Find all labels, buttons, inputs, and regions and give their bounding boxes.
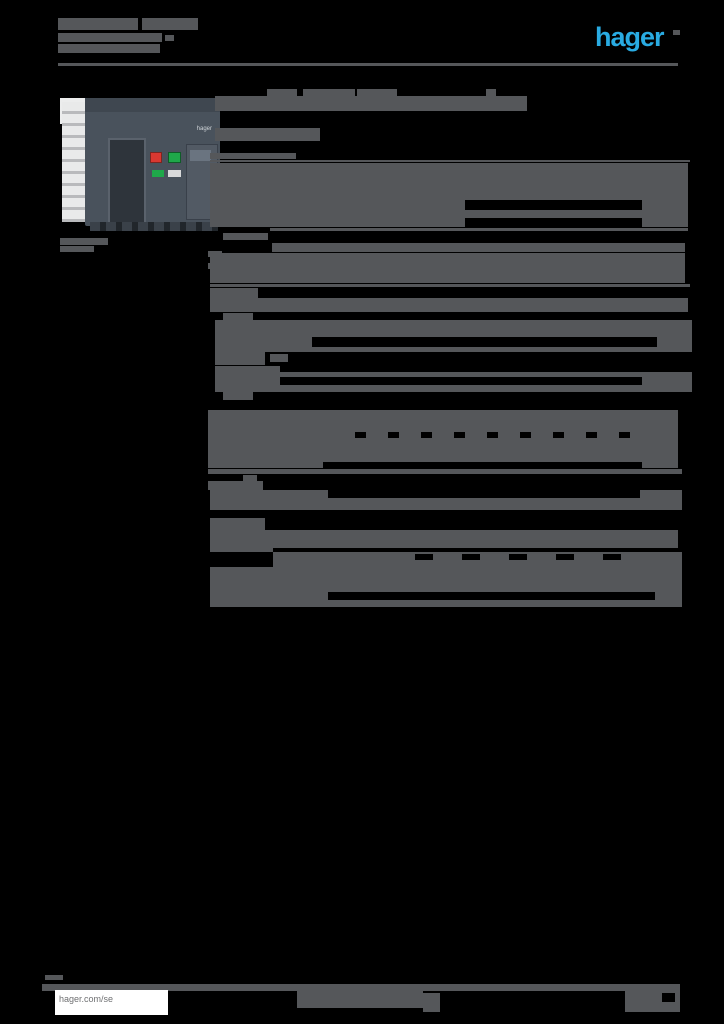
redaction-gap xyxy=(462,554,480,560)
redaction-bar xyxy=(210,530,678,548)
redaction-bar xyxy=(210,288,258,298)
redaction-bar xyxy=(60,238,108,245)
redaction-bar xyxy=(208,469,682,474)
redaction-bar xyxy=(640,490,682,498)
redaction-bar xyxy=(210,298,688,312)
breaker-white-indicator xyxy=(168,170,181,177)
logo-registered-mark xyxy=(673,30,680,35)
redaction-bar xyxy=(210,200,465,210)
breaker-off-button xyxy=(150,152,162,163)
redaction-bar xyxy=(215,337,312,347)
redaction-bar xyxy=(210,218,465,227)
redaction-gap xyxy=(388,432,399,438)
redaction-bar xyxy=(642,200,688,210)
redaction-bar xyxy=(297,988,423,1008)
redaction-gap xyxy=(556,554,574,560)
redaction-bar xyxy=(58,63,678,66)
breaker-terminals xyxy=(90,222,218,231)
redaction-bar xyxy=(215,96,527,111)
redaction-gap xyxy=(520,432,531,438)
redaction-bar xyxy=(42,984,680,991)
redaction-bar xyxy=(642,218,688,227)
redaction-bar xyxy=(210,498,682,510)
redaction-bar xyxy=(210,153,296,159)
redaction-bar xyxy=(215,347,692,352)
breaker-face-panel xyxy=(108,138,146,224)
redaction-bar xyxy=(243,475,257,483)
breaker-on-button xyxy=(168,152,181,163)
redaction-bar xyxy=(223,233,268,240)
redaction-gap xyxy=(509,554,527,560)
redaction-bar xyxy=(215,320,692,337)
redaction-gap xyxy=(415,554,433,560)
redaction-bar xyxy=(655,592,682,600)
redaction-bar xyxy=(486,89,496,96)
redaction-bar xyxy=(60,246,94,252)
redaction-bar xyxy=(357,89,397,96)
redaction-bar xyxy=(223,313,253,320)
breaker-green-indicator xyxy=(152,170,164,177)
redaction-bar xyxy=(45,975,63,980)
product-image: hager xyxy=(60,94,220,234)
redaction-bar xyxy=(210,210,688,218)
redaction-bar xyxy=(210,545,273,552)
footer-site-url: hager.com/se xyxy=(59,994,114,1004)
redaction-bar xyxy=(272,243,685,252)
footer-url-box: hager.com/se xyxy=(55,990,168,1015)
redaction-bar xyxy=(270,354,288,362)
redaction-bar xyxy=(642,462,678,468)
redaction-bar xyxy=(208,410,678,462)
breaker-brand-label: hager xyxy=(196,126,212,132)
redaction-bar xyxy=(423,993,440,1012)
redaction-gap xyxy=(454,432,465,438)
redaction-bar xyxy=(210,592,328,600)
redaction-bar xyxy=(165,35,174,41)
redaction-bar xyxy=(210,518,265,530)
redaction-bar xyxy=(210,284,690,287)
redaction-bar xyxy=(223,392,253,400)
redaction-bar xyxy=(270,228,688,231)
redaction-gap xyxy=(603,554,621,560)
redaction-bar xyxy=(210,490,328,498)
redaction-bar xyxy=(267,89,297,96)
redaction-gap xyxy=(553,432,564,438)
breaker-display xyxy=(190,150,211,161)
redaction-bar xyxy=(58,18,138,30)
redaction-gap xyxy=(421,432,432,438)
redaction-bar xyxy=(642,372,692,385)
redaction-gap xyxy=(355,432,366,438)
redaction-bar xyxy=(215,385,692,392)
redaction-bar xyxy=(303,89,355,96)
redaction-bar xyxy=(210,163,688,200)
hager-logo: hager xyxy=(595,22,665,52)
redaction-bar xyxy=(142,18,198,30)
footer-page-marker xyxy=(662,993,675,1002)
redaction-bar xyxy=(208,462,323,468)
redaction-bar xyxy=(58,44,160,53)
redaction-bar xyxy=(210,600,682,607)
redaction-bar xyxy=(58,33,162,42)
redaction-bar xyxy=(280,372,642,377)
redaction-bar xyxy=(210,567,682,592)
redaction-bar xyxy=(657,337,692,347)
redaction-bar xyxy=(215,352,265,365)
redaction-gap xyxy=(586,432,597,438)
redaction-bar xyxy=(208,481,263,490)
redaction-bar xyxy=(215,128,320,141)
redaction-bar xyxy=(210,160,690,162)
redaction-bar xyxy=(210,253,685,283)
redaction-gap xyxy=(619,432,630,438)
redaction-gap xyxy=(487,432,498,438)
breaker-top-strip xyxy=(85,98,220,112)
